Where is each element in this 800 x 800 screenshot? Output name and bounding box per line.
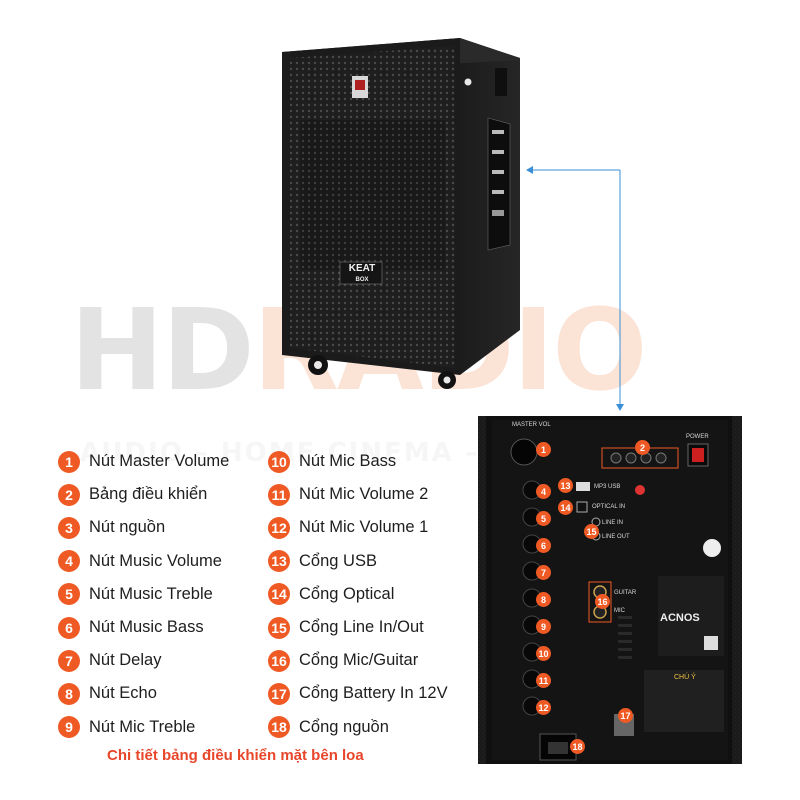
- number-badge: 12: [268, 516, 290, 539]
- list-item: 5 Nút Music Treble: [58, 578, 229, 611]
- number-badge: 11: [268, 483, 290, 506]
- panel-badge-14: 14: [558, 500, 573, 515]
- item-label: Nút Delay: [89, 651, 162, 670]
- number-badge: 13: [268, 550, 290, 573]
- list-item: 11 Nút Mic Volume 2: [268, 478, 448, 511]
- item-label: Cổng Mic/Guitar: [299, 651, 419, 670]
- panel-badge-18: 18: [570, 739, 585, 754]
- panel-badge-7: 7: [536, 565, 551, 580]
- number-badge: 10: [268, 450, 290, 473]
- number-badge: 9: [58, 716, 80, 739]
- optical-label: OPTICAL IN: [592, 504, 626, 510]
- mic-label: MIC: [614, 608, 625, 614]
- list-item: 15 Cổng Line In/Out: [268, 611, 448, 644]
- panel-badge-8: 8: [536, 592, 551, 607]
- number-badge: 1: [58, 450, 80, 473]
- control-panel-image: MASTER VOL POWER MP3 USB OPTICAL IN LINE…: [478, 416, 742, 764]
- power-label: POWER: [686, 434, 709, 440]
- item-label: Nút Mic Bass: [299, 452, 397, 471]
- item-label: Nút Mic Volume 1: [299, 518, 429, 537]
- item-label: Nút Mic Volume 2: [299, 485, 429, 504]
- legend-column-2: 10 Nút Mic Bass 11 Nút Mic Volume 2 12 Nút …: [268, 445, 448, 744]
- line-out-label: LINE OUT: [602, 534, 630, 540]
- item-label: Nút nguồn: [89, 518, 166, 537]
- item-label: Cổng Line In/Out: [299, 618, 424, 637]
- brand-label: ACNOS: [660, 612, 700, 624]
- panel-badge-16: 16: [595, 594, 610, 609]
- list-item: 2 Bảng điều khiển: [58, 478, 229, 511]
- list-item: 10 Nút Mic Bass: [268, 445, 448, 478]
- list-item: 17 Cổng Battery In 12V: [268, 677, 448, 710]
- list-item: 8 Nút Echo: [58, 677, 229, 710]
- item-label: Bảng điều khiển: [89, 485, 208, 504]
- number-badge: 16: [268, 649, 290, 672]
- number-badge: 18: [268, 716, 290, 739]
- panel-badge-10: 10: [536, 646, 551, 661]
- watermark-hd: HD: [70, 286, 255, 416]
- item-label: Cổng Battery In 12V: [299, 684, 448, 703]
- panel-badge-15: 15: [584, 524, 599, 539]
- usb-label: MP3 USB: [594, 484, 621, 490]
- list-item: 9 Nút Mic Treble: [58, 711, 229, 744]
- panel-badge-12: 12: [536, 700, 551, 715]
- list-item: 6 Nút Music Bass: [58, 611, 229, 644]
- panel-badge-5: 5: [536, 511, 551, 526]
- number-badge: 17: [268, 682, 290, 705]
- warning-label: CHÚ Ý: [674, 674, 696, 681]
- item-label: Nút Music Treble: [89, 584, 213, 603]
- item-label: Nút Mic Treble: [89, 717, 196, 736]
- list-item: 14 Cổng Optical: [268, 578, 448, 611]
- item-label: Cổng nguồn: [299, 717, 389, 736]
- panel-badge-9: 9: [536, 619, 551, 634]
- list-item: 18 Cổng nguồn: [268, 711, 448, 744]
- number-badge: 6: [58, 616, 80, 639]
- list-item: 16 Cổng Mic/Guitar: [268, 644, 448, 677]
- speaker-logo-sub: BOX: [355, 277, 369, 283]
- line-in-label: LINE IN: [602, 520, 624, 526]
- panel-badge-1: 1: [536, 442, 551, 457]
- control-panel-art: [478, 416, 742, 764]
- number-badge: 14: [268, 583, 290, 606]
- panel-badge-2: 2: [635, 440, 650, 455]
- item-label: Nút Master Volume: [89, 452, 230, 471]
- number-badge: 4: [58, 550, 80, 573]
- number-badge: 7: [58, 649, 80, 672]
- panel-badge-4: 4: [536, 484, 551, 499]
- number-badge: 15: [268, 616, 290, 639]
- list-item: 12 Nút Mic Volume 1: [268, 511, 448, 544]
- item-label: Cổng USB: [299, 551, 377, 570]
- number-badge: 2: [58, 483, 80, 506]
- panel-badge-11: 11: [536, 673, 551, 688]
- speaker-logo: KEAT BOX: [342, 264, 382, 285]
- list-item: 7 Nút Delay: [58, 644, 229, 677]
- item-label: Nút Echo: [89, 684, 157, 703]
- number-badge: 8: [58, 682, 80, 705]
- item-label: Cổng Optical: [299, 584, 395, 603]
- list-item: 13 Cổng USB: [268, 545, 448, 578]
- speaker-logo-text: KEAT: [348, 263, 376, 274]
- list-item: 4 Nút Music Volume: [58, 545, 229, 578]
- panel-badge-13: 13: [558, 478, 573, 493]
- caption: Chi tiết bảng điều khiển mặt bên loa: [107, 747, 364, 764]
- speaker-image: [282, 38, 520, 389]
- list-item: 3 Nút nguồn: [58, 511, 229, 544]
- panel-badge-17: 17: [618, 708, 633, 723]
- master-vol-label: MASTER VOL: [512, 422, 551, 428]
- item-label: Nút Music Volume: [89, 551, 222, 570]
- guitar-label: GUITAR: [614, 590, 637, 596]
- item-label: Nút Music Bass: [89, 618, 204, 637]
- number-badge: 5: [58, 583, 80, 606]
- list-item: 1 Nút Master Volume: [58, 445, 229, 478]
- panel-badge-6: 6: [536, 538, 551, 553]
- number-badge: 3: [58, 516, 80, 539]
